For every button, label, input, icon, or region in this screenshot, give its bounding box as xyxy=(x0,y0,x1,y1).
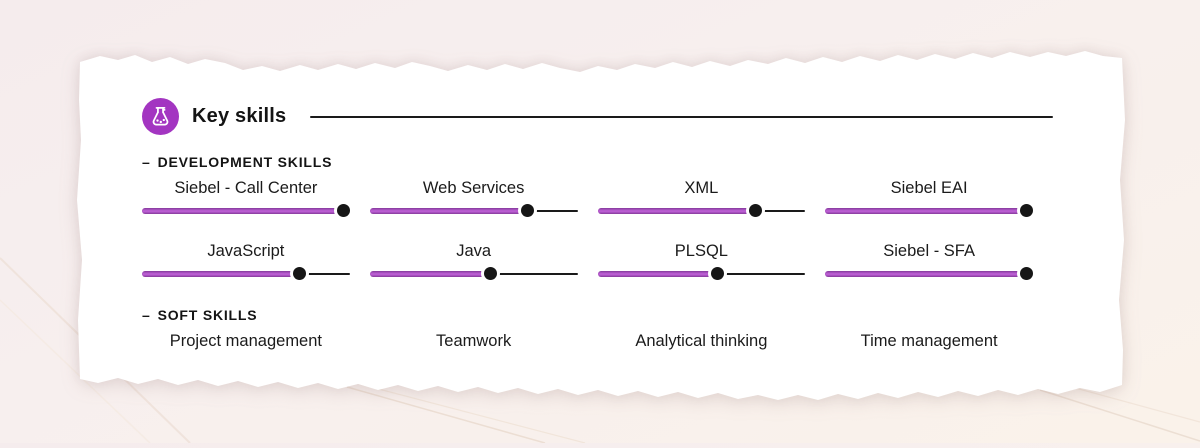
skill-level-bar xyxy=(369,204,578,219)
skill-level-bar xyxy=(825,204,1034,219)
soft-skill-name: Project management xyxy=(169,331,322,350)
flask-icon xyxy=(142,98,179,135)
soft-skills-grid: Project management Teamwork Analytical t… xyxy=(142,332,1033,351)
header-rule xyxy=(310,115,1053,118)
skill-name: Siebel - Call Center xyxy=(174,179,318,197)
skill-item: Siebel EAI xyxy=(825,179,1034,219)
skill-name: Java xyxy=(456,241,492,260)
skill-bar-dot xyxy=(521,204,535,218)
soft-skill-name: Time management xyxy=(860,331,998,350)
section-label-text: SOFT SKILLS xyxy=(157,306,258,323)
skill-item: Java xyxy=(369,241,578,282)
section-dash: – xyxy=(142,154,151,170)
soft-skill-name: Teamwork xyxy=(436,331,512,350)
section-label-text: DEVELOPMENT SKILLS xyxy=(157,154,333,170)
skill-bar-fill xyxy=(597,270,716,277)
skill-bar-fill xyxy=(142,207,342,214)
skill-bar-fill xyxy=(369,207,526,214)
skill-level-bar xyxy=(825,267,1034,282)
key-skills-section: Key skills – DEVELOPMENT SKILLS Siebel -… xyxy=(80,40,1122,405)
skill-level-bar xyxy=(142,204,351,219)
skill-item: Web Services xyxy=(369,179,578,219)
development-skills-label: – DEVELOPMENT SKILLS xyxy=(142,154,1053,170)
skill-bar-fill xyxy=(825,270,1025,277)
skill-bar-dot xyxy=(748,204,762,218)
skill-name: Siebel - SFA xyxy=(883,241,975,260)
skill-bar-dot xyxy=(1020,204,1034,218)
skill-level-bar xyxy=(369,267,578,282)
skill-bar-fill xyxy=(597,207,754,214)
skill-item: PLSQL xyxy=(597,241,806,282)
skill-bar-dot xyxy=(1020,267,1034,281)
section-header: Key skills xyxy=(142,98,1053,135)
skill-name: JavaScript xyxy=(207,241,285,260)
skill-bar-fill xyxy=(825,207,1025,214)
development-skills-grid: Siebel - Call Center Web Services XML Si… xyxy=(142,179,1034,282)
skill-bar-dot xyxy=(711,267,725,281)
skill-bar-fill xyxy=(142,270,298,277)
skill-level-bar xyxy=(142,267,350,282)
skill-name: PLSQL xyxy=(674,241,728,260)
skill-item: Siebel - Call Center xyxy=(142,179,351,219)
section-title: Key skills xyxy=(192,105,287,127)
skill-name: Siebel EAI xyxy=(890,179,968,197)
skill-level-bar xyxy=(597,267,806,282)
skill-bar-fill xyxy=(369,270,489,277)
skill-bar-dot xyxy=(293,267,307,281)
skill-item: JavaScript xyxy=(142,242,350,282)
skill-name: XML xyxy=(684,179,719,197)
skill-item: XML xyxy=(597,179,806,219)
skill-level-bar xyxy=(597,204,806,219)
skill-bar-dot xyxy=(337,204,351,218)
skill-item: Siebel - SFA xyxy=(825,241,1034,282)
soft-skill-name: Analytical thinking xyxy=(635,331,768,350)
soft-skills-label: – SOFT SKILLS xyxy=(142,307,1053,323)
section-dash: – xyxy=(142,306,151,323)
skill-name: Web Services xyxy=(422,179,525,197)
skill-bar-dot xyxy=(483,267,497,281)
